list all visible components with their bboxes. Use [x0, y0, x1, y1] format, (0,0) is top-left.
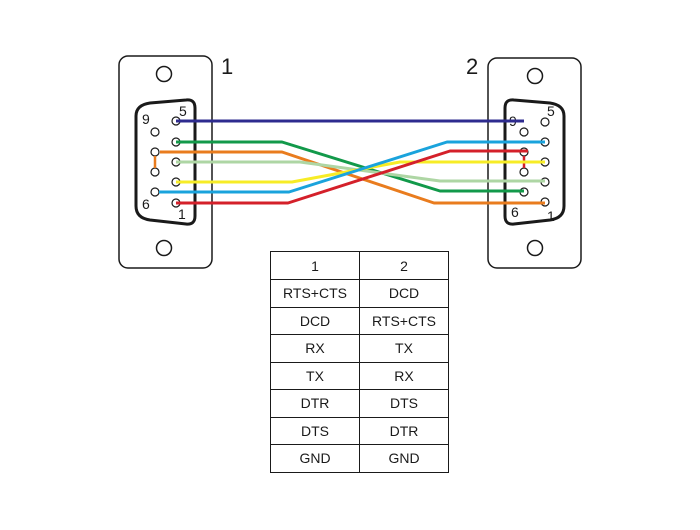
left-pin-label-5: 5	[179, 103, 187, 119]
light-green-wire	[176, 160, 545, 183]
left-connector-label: 1	[221, 54, 233, 79]
table-cell: TX	[359, 334, 449, 363]
right-connector-label: 2	[466, 54, 478, 79]
wires	[159, 119, 545, 205]
table-cell: GND	[359, 444, 449, 473]
left-pin-label-9: 9	[142, 111, 150, 127]
table-cell: DTR	[270, 389, 360, 418]
left-pin-9	[150, 127, 160, 137]
left-pin-8	[150, 147, 160, 157]
right-pin-9	[519, 127, 529, 137]
left-mounting-hole-top	[155, 65, 173, 83]
left-pin-label-6: 6	[142, 196, 150, 212]
right-mounting-hole-top	[526, 67, 544, 85]
table-cell: DTR	[359, 416, 449, 445]
table-cell: DCD	[359, 279, 449, 308]
table-cell: RTS+CTS	[270, 279, 360, 308]
right-pin-label-1: 1	[547, 208, 555, 224]
red-wire	[176, 149, 528, 205]
yellow-wire	[176, 160, 545, 184]
right-pin-7	[519, 167, 529, 177]
table-cell: GND	[270, 444, 360, 473]
table-cell: RTS+CTS	[359, 306, 449, 335]
table-cell: TX	[270, 361, 360, 390]
right-pin-5	[540, 117, 550, 127]
table-cell: DCD	[270, 306, 360, 335]
orange-wire	[160, 150, 545, 205]
table-header-connector-1: 1	[270, 251, 360, 280]
left-pin-label-1: 1	[178, 206, 186, 222]
table-cell: DTS	[270, 416, 360, 445]
table-cell: RX	[270, 334, 360, 363]
right-pin-label-5: 5	[547, 103, 555, 119]
right-pin-label-6: 6	[511, 204, 519, 220]
cyan-wire	[159, 140, 545, 194]
left-pin-7	[150, 167, 160, 177]
table-header-row: 1 2	[270, 251, 449, 280]
right-mounting-hole-bottom	[526, 239, 544, 257]
green-wire	[176, 140, 524, 193]
table-cell: DTS	[359, 389, 449, 418]
table-header-connector-2: 2	[359, 251, 449, 280]
table-cell: RX	[359, 361, 449, 390]
left-mounting-hole-bottom	[155, 239, 173, 257]
left-pin-6	[150, 187, 160, 197]
